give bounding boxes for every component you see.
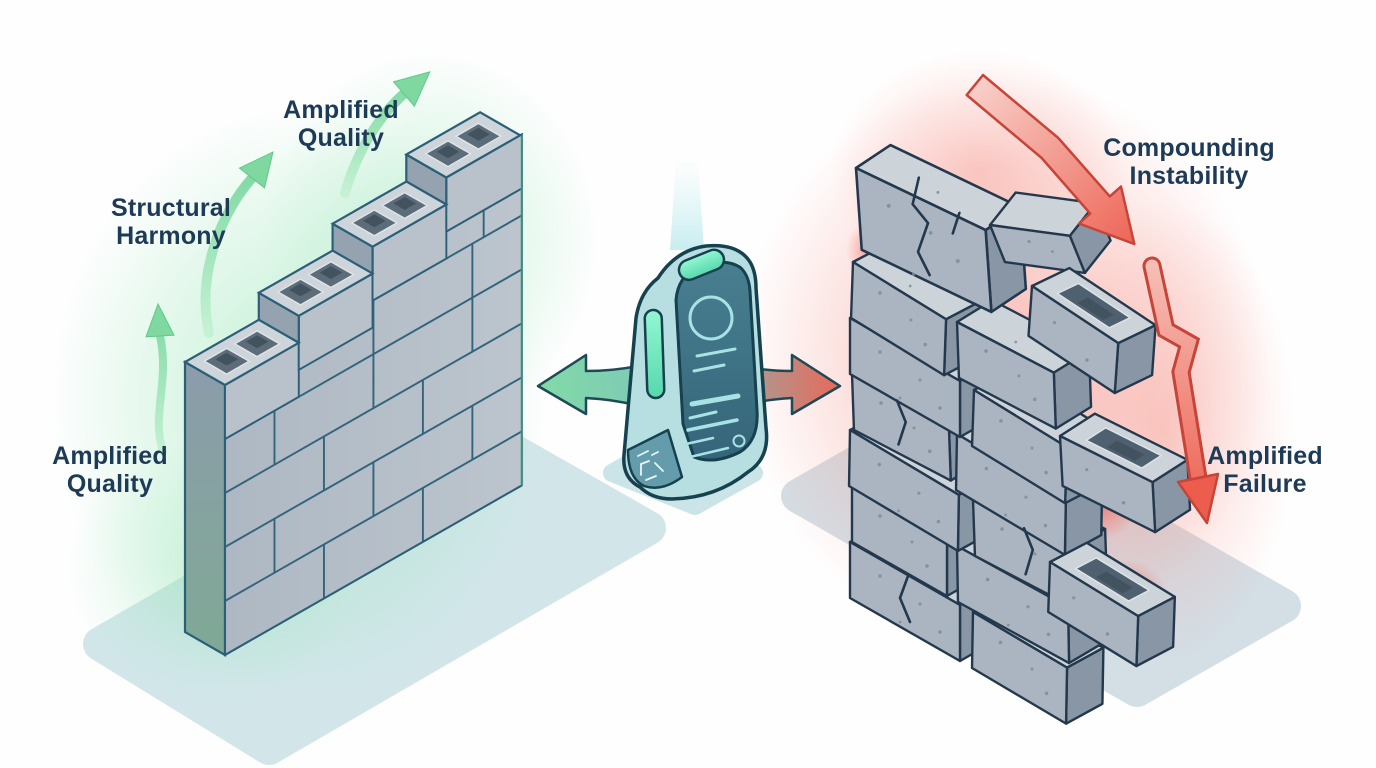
device-side-light <box>643 308 666 400</box>
label-line: Quality <box>66 470 154 498</box>
growth-arrow-top <box>340 71 431 198</box>
label-line: Amplified <box>283 96 399 124</box>
label-line: Failure <box>1223 470 1307 498</box>
decline-arrow-bolt <box>1142 256 1220 525</box>
label-structural-harmony: Structural Harmony <box>111 194 231 250</box>
label-line: Instability <box>1129 162 1249 190</box>
label-amplified-quality-top: Amplified Quality <box>283 96 399 152</box>
label-line: Amplified <box>52 442 168 470</box>
stable-wall <box>183 111 524 657</box>
growth-arrow-small <box>145 302 175 456</box>
scanner-beam <box>670 158 704 250</box>
label-line: Quality <box>297 124 385 152</box>
label-line: Amplified <box>1207 442 1323 470</box>
crack-lines <box>895 176 1035 624</box>
device-top-light <box>677 248 726 282</box>
label-amplified-failure: Amplified Failure <box>1207 442 1323 498</box>
foot-panel-markings <box>637 450 664 481</box>
ai-device <box>622 243 769 501</box>
screen-graphics <box>684 295 746 459</box>
decline-arrow-bent <box>965 73 1136 246</box>
growth-arrow-mid <box>200 151 274 338</box>
crumbling-wall <box>846 135 1193 726</box>
refresh-icon <box>732 434 746 448</box>
label-line: Harmony <box>116 222 226 250</box>
label-line: Structural <box>110 194 232 222</box>
label-amplified-quality-left: Amplified Quality <box>52 442 168 498</box>
label-line: Compounding <box>1103 134 1275 162</box>
label-compounding-instability: Compounding Instability <box>1103 134 1275 190</box>
